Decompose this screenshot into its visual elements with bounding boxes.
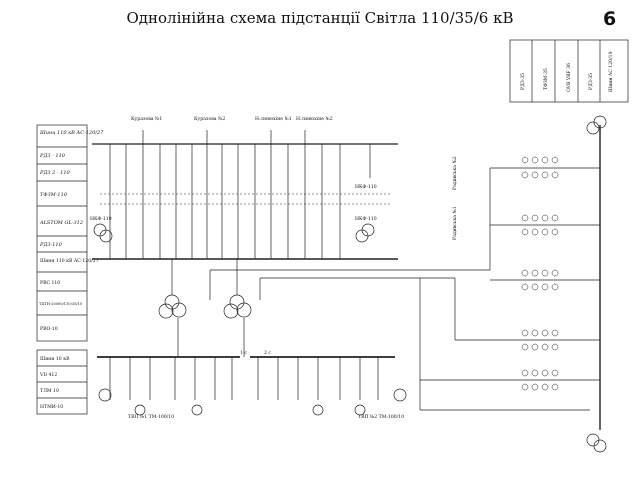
section-2-label: 2 с: [264, 350, 271, 356]
legend-110-1: РДЗ - 110: [39, 153, 66, 159]
legend-35-4: Шини АС 120/19: [608, 51, 614, 92]
tsn-1-label: ТВП №1 ТМ-100/10: [128, 414, 174, 420]
tsn-2-label: ТВП №2 ТМ-100/10: [358, 414, 404, 420]
nkf-right1-label: НКФ-110: [355, 184, 377, 190]
line-label-3: Н.синюхіне №2: [296, 116, 333, 122]
slide-number: 6: [603, 8, 617, 30]
legend-35-0: РДЗ-35: [520, 73, 526, 90]
bays-110: [109, 144, 341, 259]
legend-110-box: [36, 124, 88, 342]
legend-110-6: Шини 110 кВ АС-120/27: [40, 258, 99, 264]
line-label-1: Куразова №2: [194, 116, 225, 122]
legend-110-9: РВО-10: [40, 326, 58, 332]
page-title: Однолінійна схема підстанції Світла 110/…: [126, 9, 514, 27]
legend-35-3: РДЗ-35: [588, 73, 594, 90]
legend-10-2: ТЛМ 10: [40, 388, 59, 394]
ct-rows: [100, 193, 390, 205]
bays-10: [109, 357, 379, 400]
section-1-label: 1 с: [240, 350, 247, 356]
nkf-left-label: НКФ-110: [90, 216, 112, 222]
line-labels: Куразова №1 Куразова №2 Н.синюхіне №1 Н.…: [131, 116, 333, 122]
line-label-2: Н.синюхіне №1: [255, 116, 292, 122]
legend-10-text: Шини 10 кВ VD 412 ТЛМ 10 НТМИ-10: [39, 356, 70, 410]
legend-10-0: Шини 10 кВ: [40, 356, 70, 362]
legend-10-1: VD 412: [39, 372, 57, 378]
line-label-0: Куразова №1: [131, 116, 162, 122]
legend-35-1: ТФЗМ-35: [543, 68, 549, 90]
legend-110-7: РВС 110: [40, 280, 60, 286]
legend-10-3: НТМИ-10: [40, 404, 63, 410]
legend-110-0: Шини 110 кВ АС-120/27: [39, 130, 104, 136]
legend-35-box: [509, 39, 629, 103]
legend-35-text: РДЗ-35 ТФЗМ-35 OVB VBF 36 РДЗ-35 Шини АС…: [520, 51, 614, 92]
legend-110-4: ALSTOM GL-312: [39, 220, 83, 226]
legend-110-5: РДЗ-110: [39, 242, 63, 248]
legend-110-3: ТФЗМ-110: [40, 192, 68, 198]
legend-10-box: [36, 349, 88, 415]
feeders-35: [521, 156, 559, 391]
radyvka-2-label: Радивська №2: [452, 156, 458, 190]
legend-110-8: ТДТН-25000/110/35/10: [39, 302, 83, 306]
legend-110-2: РДЗ 2 - 110: [39, 170, 71, 176]
legend-35-2: OVB VBF 36: [566, 63, 572, 92]
legend-110-text: Шини 110 кВ АС-120/27 РДЗ - 110 РДЗ 2 - …: [39, 130, 104, 332]
line-feeders: [142, 130, 306, 144]
nkf-right2-label: НКФ-110: [355, 216, 377, 222]
radyvka-1-label: Радивська №1: [452, 206, 458, 240]
transformers: [158, 259, 490, 319]
